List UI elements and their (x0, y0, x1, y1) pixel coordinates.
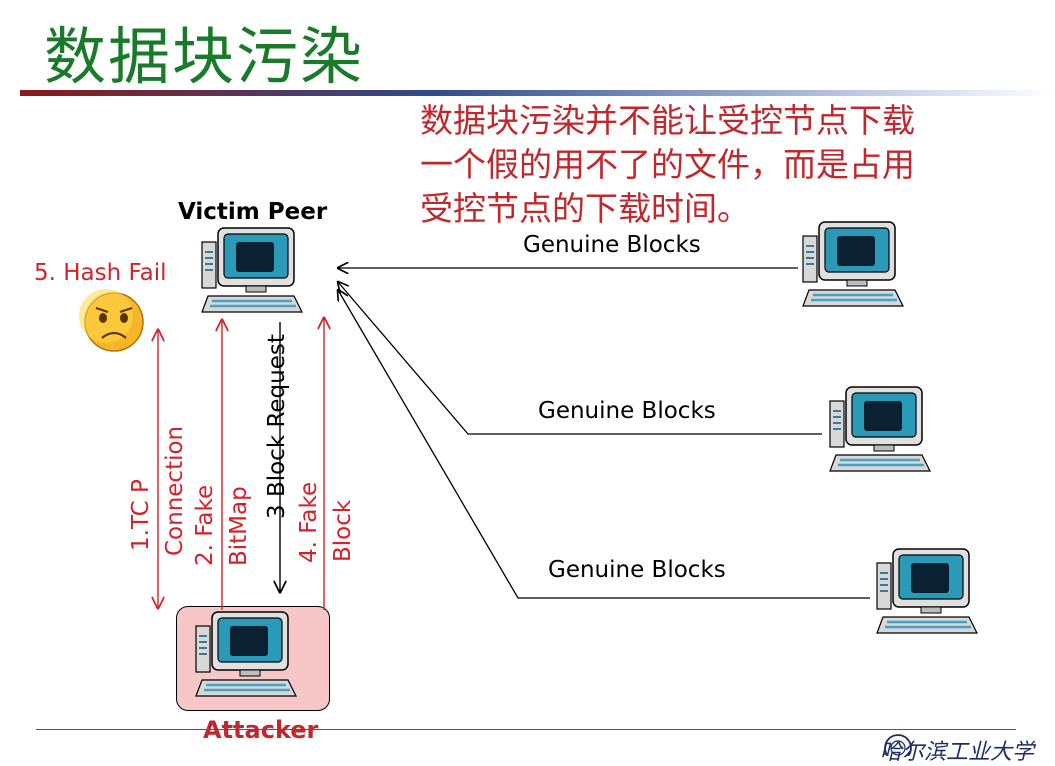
step-tcp-label-2: Connection (162, 425, 188, 556)
step-bitmap-label-2: BitMap (226, 486, 252, 566)
footer-divider (36, 729, 1016, 730)
victim-computer-icon (200, 226, 304, 314)
attacker-label: Attacker (203, 716, 319, 744)
note-line-3: 受控节点的下载时间。 (420, 189, 750, 228)
step-fake-block-label-2: Block (330, 499, 356, 562)
university-logo-text: 哈尔滨工业大学 (880, 740, 1035, 765)
genuine-peer-2-computer-icon (828, 385, 932, 473)
sad-face-icon (79, 289, 144, 352)
note-line-1: 数据块污染并不能让受控节点下载 (420, 101, 915, 140)
attacker-computer-icon (194, 610, 298, 698)
genuine-arrow-2 (338, 282, 822, 435)
step-fake-block-label-1: 4. Fake (296, 481, 322, 563)
step-tcp-label-1: 1.TC P (128, 479, 154, 551)
genuine-blocks-label-3: Genuine Blocks (548, 557, 726, 583)
genuine-blocks-label-2: Genuine Blocks (538, 398, 716, 424)
genuine-peer-1-computer-icon (801, 220, 905, 308)
note-line-2: 一个假的用不了的文件，而是占用 (420, 145, 915, 184)
victim-peer-label: Victim Peer (178, 199, 328, 225)
step-block-request-label: 3 Block Request (264, 334, 290, 519)
hash-fail-label: 5. Hash Fail (34, 260, 167, 286)
title-underline (20, 90, 1055, 96)
slide-title: 数据块污染 (44, 20, 365, 93)
university-seal-icon (884, 734, 912, 756)
genuine-blocks-label-1: Genuine Blocks (523, 232, 701, 258)
step-bitmap-label-1: 2. Fake (192, 484, 218, 566)
genuine-peer-3-computer-icon (875, 547, 979, 635)
genuine-arrow-3 (338, 290, 870, 599)
